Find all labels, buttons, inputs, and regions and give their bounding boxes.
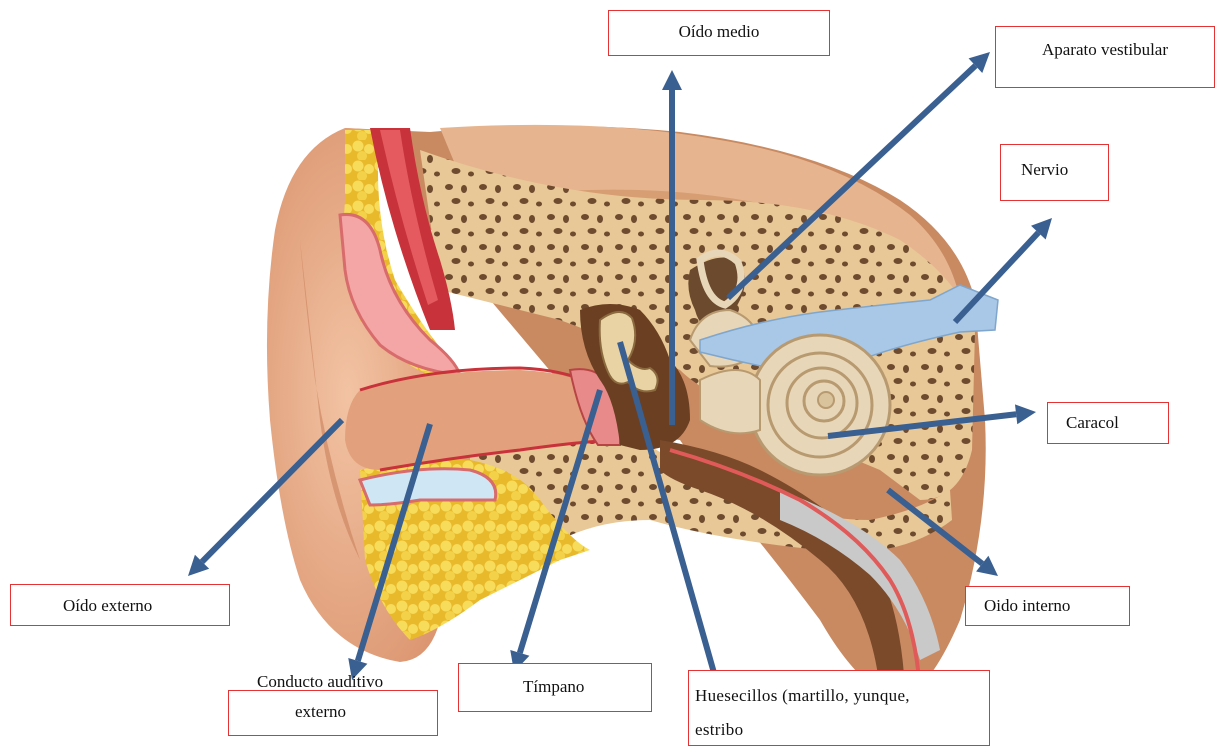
arrow-caracol-head	[1015, 404, 1036, 424]
label-text: Oido interno	[984, 593, 1129, 619]
label-text: Oído medio	[609, 19, 829, 45]
label-text: Oído externo	[63, 593, 229, 619]
arrow-nervio	[955, 218, 1052, 322]
label-text-line-1: Huesecillos (martillo, yunque,	[695, 679, 989, 713]
label-huesecillos: Huesecillos (martillo, yunque, estribo	[688, 670, 990, 746]
label-oido-interno: Oido interno	[965, 586, 1130, 626]
label-text-line-2: externo	[295, 699, 346, 725]
label-text: Aparato vestibular	[996, 37, 1214, 63]
label-text-line-2: estribo	[695, 713, 989, 747]
label-text-line-1: Conducto auditivo	[257, 669, 383, 695]
arrow-oido-medio-head	[662, 70, 682, 90]
label-aparato-vestibular: Aparato vestibular	[995, 26, 1215, 88]
label-caracol: Caracol	[1047, 402, 1169, 444]
label-timpano: Tímpano	[458, 663, 652, 712]
label-oido-medio: Oído medio	[608, 10, 830, 56]
ear-illustration	[267, 125, 998, 700]
label-text: Nervio	[1021, 157, 1108, 183]
label-oido-externo: Oído externo	[10, 584, 230, 626]
cochlea	[750, 335, 890, 475]
cochlear-duct	[700, 370, 760, 433]
label-text: Tímpano	[523, 674, 651, 700]
label-nervio: Nervio	[1000, 144, 1109, 201]
label-text: Caracol	[1066, 410, 1168, 436]
cartilage-lower	[360, 469, 496, 505]
label-conducto-auditivo-externo: Conducto auditivo externo	[228, 690, 438, 736]
